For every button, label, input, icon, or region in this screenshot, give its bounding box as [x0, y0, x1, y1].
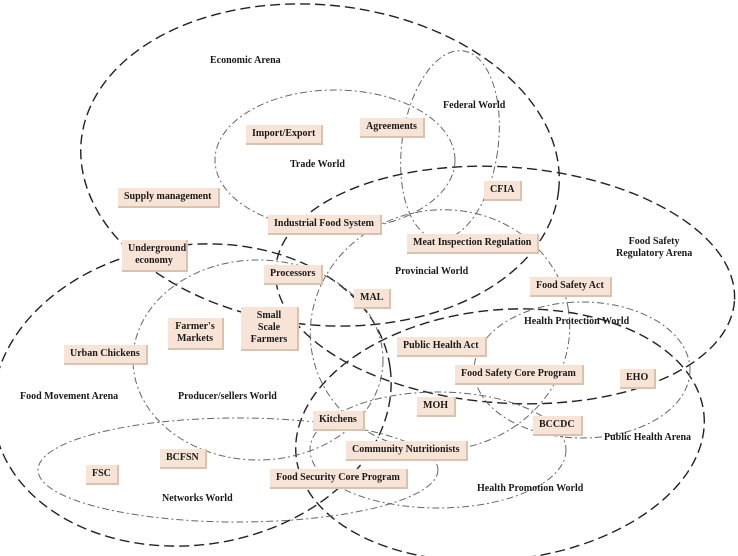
actor-eho: EHO — [620, 369, 657, 389]
actor-bccdc: BCCDC — [533, 416, 583, 436]
public-health-arena-label: Public Health Arena — [604, 432, 692, 443]
actor-food-safety-core-program: Food Safety Core Program — [455, 365, 584, 385]
actor-mal: MAL — [354, 289, 392, 309]
health-promotion-world-label: Health Promotion World — [477, 483, 584, 494]
food-movement-arena-label: Food Movement Arena — [20, 391, 119, 402]
food-movement-arena-ellipse — [0, 243, 392, 547]
actor-meat-inspection-regulation: Meat Inspection Regulation — [407, 234, 540, 254]
producer-sellers-world-label: Producer/sellers World — [178, 391, 277, 402]
economic-arena-label: Economic Arena — [210, 55, 281, 66]
actor-processors: Processors — [264, 265, 324, 285]
actor-agreements: Agreements — [360, 118, 425, 138]
provincial-world-label: Provincial World — [395, 266, 469, 277]
actor-public-health-act: Public Health Act — [397, 337, 487, 357]
health-protection-world-ellipse — [473, 301, 691, 439]
actor-food-security-core-program: Food Security Core Program — [270, 469, 408, 489]
food-safety-arena-label-line2: Regulatory Arena — [616, 248, 693, 259]
actor-moh: MOH — [417, 397, 456, 417]
actor-import-export: Import/Export — [246, 125, 324, 145]
actor-food-safety-act: Food Safety Act — [530, 277, 612, 297]
actor-kitchens: Kitchens — [313, 411, 365, 431]
actor-cfia: CFIA — [484, 181, 523, 201]
actor-urban-chickens: Urban Chickens — [64, 345, 148, 365]
producer-sellers-world-ellipse — [132, 259, 384, 461]
actor-farmers-markets: Farmer's Markets — [168, 318, 224, 350]
actor-community-nutritionists: Community Nutritionists — [346, 441, 468, 461]
health-promotion-world-ellipse — [309, 391, 567, 509]
trade-world-label: Trade World — [290, 159, 345, 170]
actor-small-scale-farmers: Small Scale Farmers — [241, 307, 299, 351]
food-safety-arena-label-line1: Food Safety — [628, 236, 680, 247]
federal-world-label: Federal World — [443, 100, 506, 111]
economic-arena-ellipse — [80, 3, 560, 327]
actor-industrial-food-system: Industrial Food System — [268, 215, 383, 235]
networks-world-ellipse — [37, 417, 439, 523]
actor-fsc: FSC — [86, 465, 119, 485]
actor-supply-management: Supply management — [118, 188, 220, 208]
actor-bcfsn: BCFSN — [160, 449, 207, 469]
health-protection-world-label: Health Protection World — [524, 316, 630, 327]
networks-world-label: Networks World — [162, 493, 233, 504]
public-health-arena-ellipse — [295, 308, 705, 556]
actor-underground-economy: Underground economy — [122, 240, 188, 272]
